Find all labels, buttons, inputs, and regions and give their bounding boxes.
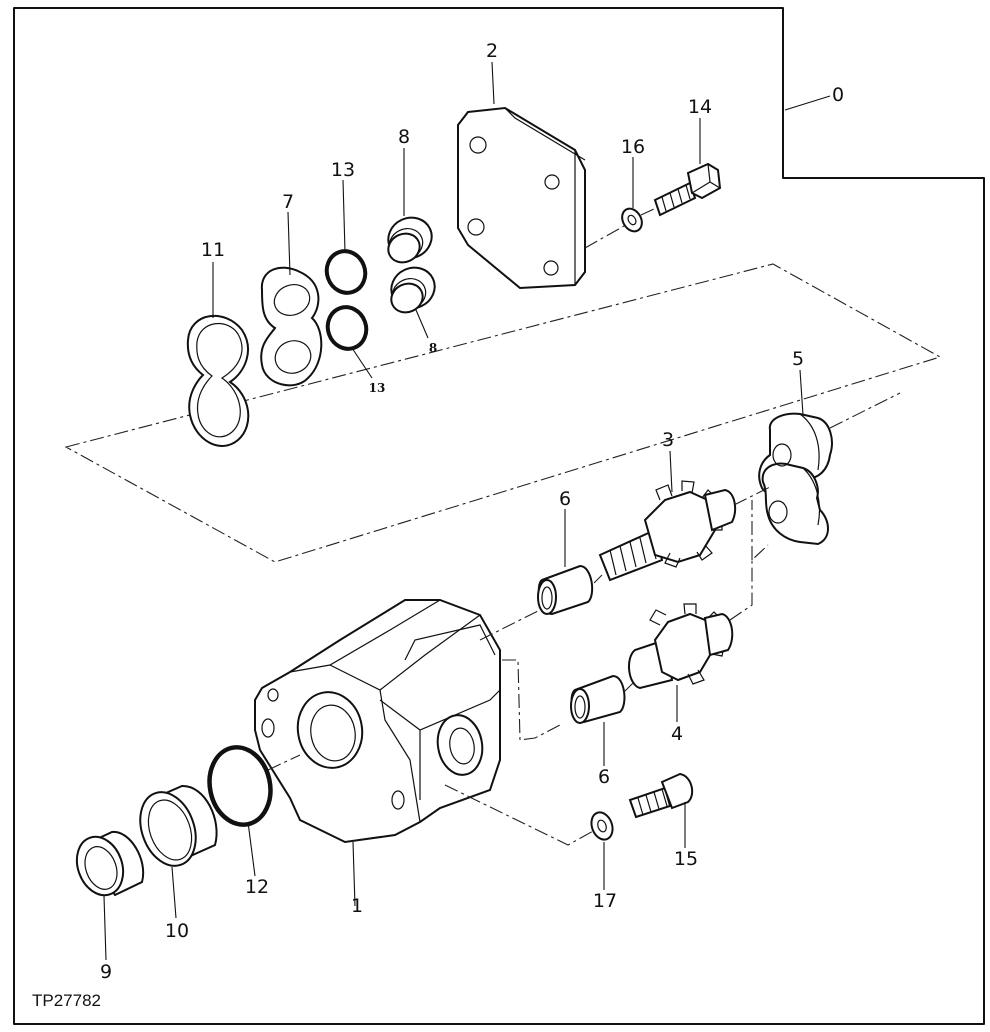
callout-7: 7 xyxy=(282,191,294,213)
assembly-outline xyxy=(64,263,942,563)
callout-3: 3 xyxy=(662,429,674,451)
callout-13-lower: 13 xyxy=(369,381,386,395)
seal-8-lower xyxy=(390,266,436,314)
callout-11: 11 xyxy=(201,239,225,261)
callout-9: 9 xyxy=(100,961,112,983)
washer-16 xyxy=(621,207,643,233)
sleeve-10 xyxy=(139,784,218,867)
callout-15: 15 xyxy=(674,848,698,870)
pump-housing-1 xyxy=(254,599,501,844)
callout-16: 16 xyxy=(621,136,645,158)
seal-9 xyxy=(75,830,145,897)
bolt-14 xyxy=(653,162,722,217)
callout-14: 14 xyxy=(688,96,712,118)
washer-17 xyxy=(590,811,614,841)
callout-12: 12 xyxy=(245,876,269,898)
callout-6-lower: 6 xyxy=(598,766,610,788)
leader-lines xyxy=(103,61,804,961)
callout-6-upper: 6 xyxy=(559,488,571,510)
o-ring-13-lower xyxy=(325,305,369,351)
callout-10: 10 xyxy=(165,920,189,942)
screw-15 xyxy=(628,772,694,819)
drive-gear-3 xyxy=(598,480,737,582)
o-ring-13-upper xyxy=(324,249,368,295)
bearing-block-5 xyxy=(758,412,833,546)
leader-0 xyxy=(784,95,831,111)
callout-5: 5 xyxy=(792,348,804,370)
diagram-border xyxy=(13,7,985,1025)
callout-1: 1 xyxy=(351,895,363,917)
seal-8-upper xyxy=(387,216,433,264)
bushing-6-upper xyxy=(537,564,594,616)
plate-7 xyxy=(260,266,323,387)
callout-13-upper: 13 xyxy=(331,159,355,181)
callout-0: 0 xyxy=(832,84,844,106)
driven-gear-4 xyxy=(628,603,734,690)
bushing-6-lower xyxy=(570,674,626,724)
callout-8-lower: 8 xyxy=(429,341,437,355)
callout-4: 4 xyxy=(671,723,683,745)
callout-2: 2 xyxy=(486,40,498,62)
gasket-11 xyxy=(186,314,250,447)
figure-reference-code: TP27782 xyxy=(32,991,101,1010)
cover-plate xyxy=(457,106,586,290)
callout-8-upper: 8 xyxy=(398,126,410,148)
callout-17: 17 xyxy=(593,890,617,912)
